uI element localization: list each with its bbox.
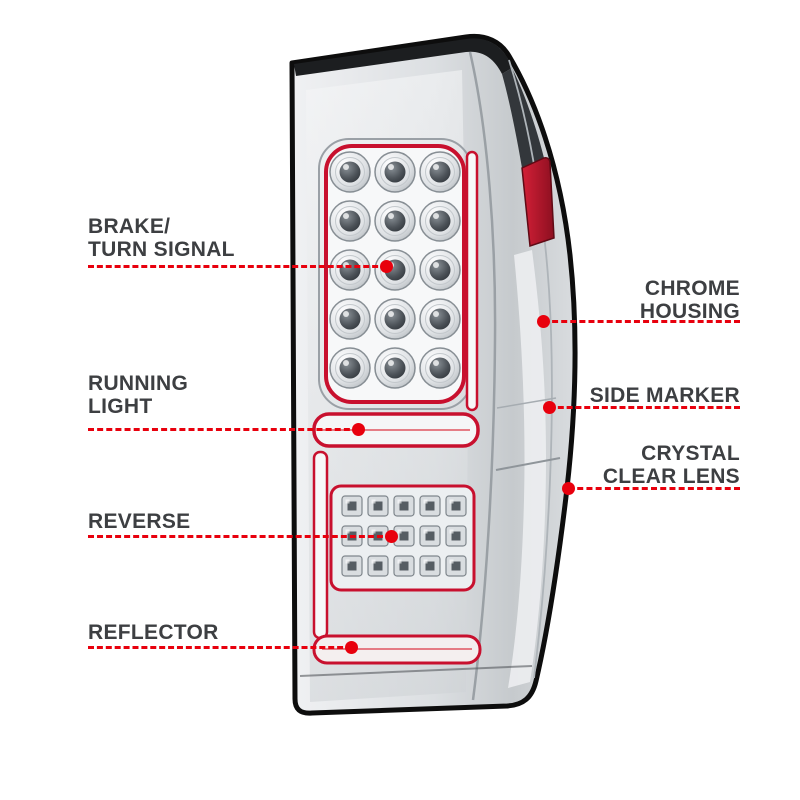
label-chrome-housing: CHROME HOUSING <box>640 277 740 323</box>
label-reverse: REVERSE <box>88 510 190 533</box>
label-crystal-clear-lens: CRYSTAL CLEAR LENS <box>603 442 740 488</box>
callout-dot-reverse <box>385 530 398 543</box>
label-line: CHROME <box>644 277 740 300</box>
label-line: SIDE MARKER <box>589 384 740 407</box>
label-brake-turn-signal: BRAKE/ TURN SIGNAL <box>88 215 235 261</box>
label-line: REVERSE <box>88 510 191 533</box>
leader-line-reflector <box>88 646 352 649</box>
callout-dot-reflector <box>345 641 358 654</box>
label-line: RUNNING <box>88 372 189 395</box>
label-line: CRYSTAL <box>641 442 740 465</box>
callout-dot-side-marker <box>543 401 556 414</box>
label-line: REFLECTOR <box>88 621 219 644</box>
leader-line-brake-turn-signal <box>88 265 387 268</box>
leader-line-chrome-housing <box>543 320 740 323</box>
label-line: LIGHT <box>88 395 153 418</box>
leader-line-side-marker <box>549 406 740 409</box>
label-line: BRAKE/ <box>88 215 171 238</box>
label-reflector: REFLECTOR <box>88 621 219 644</box>
label-running-light: RUNNING LIGHT <box>88 372 188 418</box>
callout-dot-brake-turn-signal <box>380 260 393 273</box>
leader-line-reverse <box>88 535 392 538</box>
leader-line-running-light <box>88 428 359 431</box>
callout-dot-crystal-clear-lens <box>562 482 575 495</box>
label-line: HOUSING <box>639 300 740 323</box>
leader-line-crystal-clear-lens <box>568 487 740 490</box>
label-line: CLEAR LENS <box>602 465 740 488</box>
callout-dot-running-light <box>352 423 365 436</box>
label-line: TURN SIGNAL <box>88 238 235 261</box>
callout-dot-chrome-housing <box>537 315 550 328</box>
label-side-marker: SIDE MARKER <box>590 384 740 407</box>
